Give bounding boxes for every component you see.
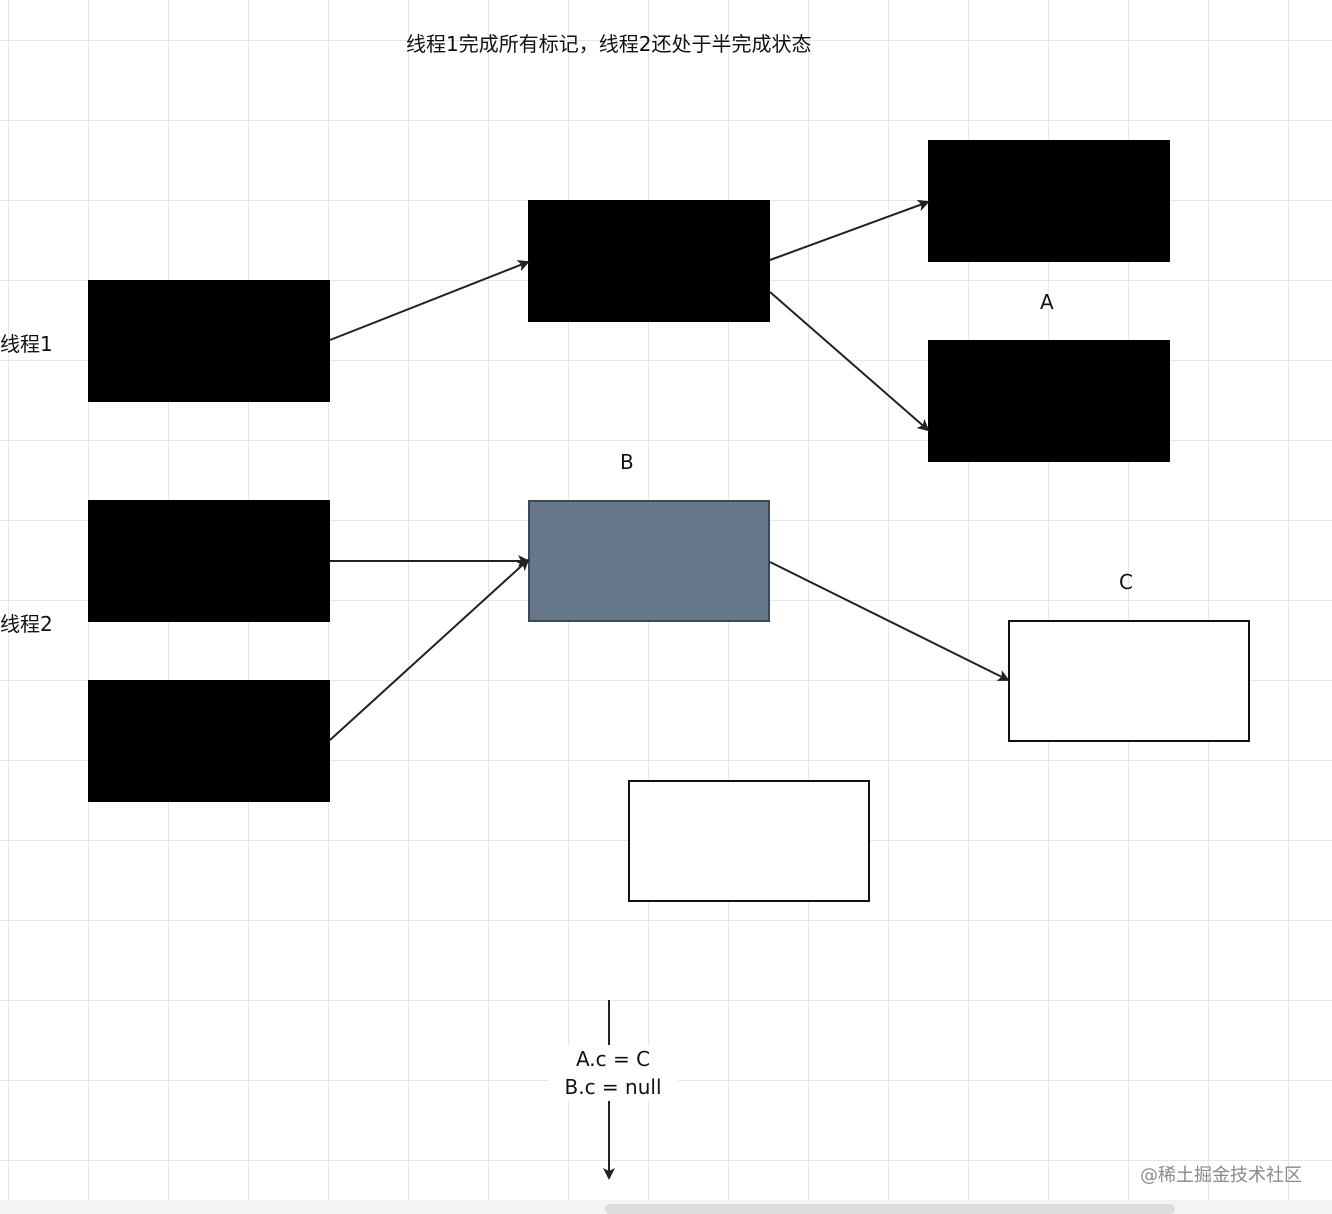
note-line-2: B.c = null [564, 1075, 662, 1099]
scrollbar-thumb[interactable] [605, 1204, 1175, 1214]
thread1-label: 线程1 [0, 332, 53, 356]
node-a-label: A [1040, 290, 1054, 314]
horizontal-scrollbar[interactable] [0, 1200, 1332, 1214]
thread2-label: 线程2 [0, 612, 53, 636]
node-c[interactable] [1008, 620, 1250, 742]
edge-root2bottom-to-b [329, 558, 530, 741]
edge-root1-to-middle1 [329, 260, 530, 341]
node-b[interactable] [528, 500, 770, 622]
thread1-root-node[interactable] [88, 280, 330, 402]
edge-b-to-c [769, 561, 1010, 681]
node-c-label: C [1119, 570, 1133, 594]
watermark: @稀土掘金技术社区 [1140, 1165, 1302, 1186]
edge-middle1-to-child-top [769, 199, 930, 261]
edge-middle1-to-a [769, 291, 930, 432]
note-line-1: A.c = C [575, 1047, 651, 1071]
node-b-label: B [620, 450, 634, 474]
transition-note: A.c = C B.c = null [548, 1045, 678, 1101]
diagram-title: 线程1完成所有标记，线程2还处于半完成状态 [406, 32, 812, 56]
thread1-child-node-top[interactable] [928, 140, 1170, 262]
unattached-white-node[interactable] [628, 780, 870, 902]
thread2-root-node-top[interactable] [88, 500, 330, 622]
node-a[interactable] [928, 340, 1170, 462]
thread2-root-node-bottom[interactable] [88, 680, 330, 802]
thread1-middle-node[interactable] [528, 200, 770, 322]
